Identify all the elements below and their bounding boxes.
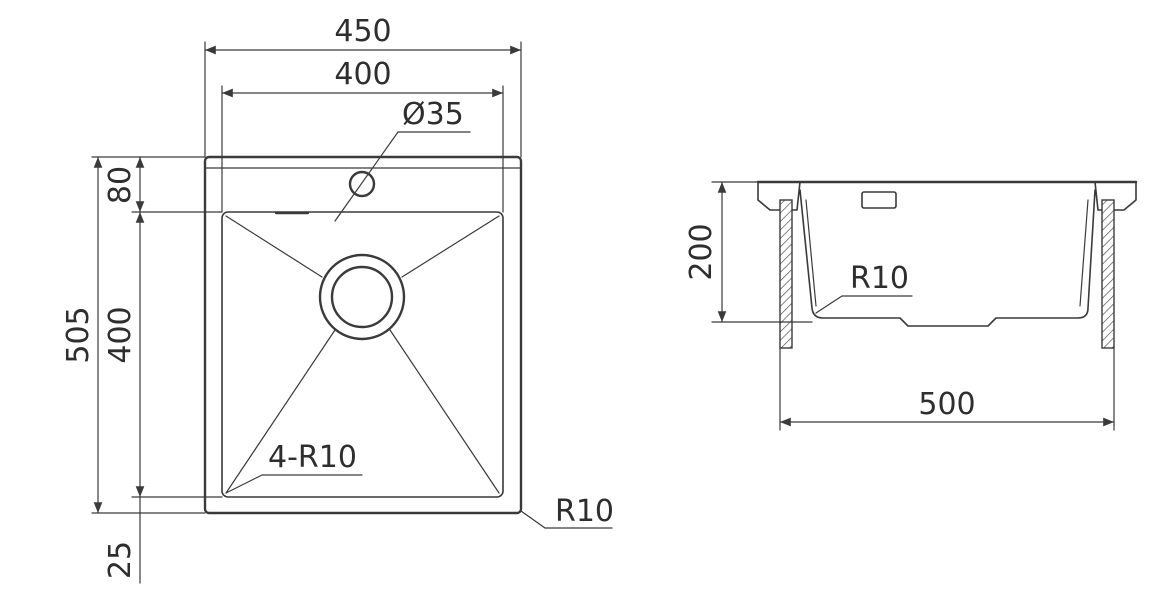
dim-label-80: 80	[103, 166, 138, 204]
dim-label-400-width: 400	[334, 57, 391, 92]
dim-label-450: 450	[334, 14, 391, 49]
drain-inner-ring	[330, 265, 394, 329]
label-inner-radius: 4-R10	[268, 440, 357, 475]
label-tap-hole: Ø35	[402, 97, 464, 132]
leader-inner-radius	[225, 474, 363, 494]
leader-tap-hole	[334, 131, 471, 222]
label-outer-radius: R10	[555, 494, 614, 529]
dim-label-25: 25	[103, 541, 138, 579]
right-mounting-bolt	[1101, 199, 1115, 349]
dim-label-500: 500	[918, 387, 975, 422]
leader-side-radius	[815, 295, 913, 314]
sink-outer-outline	[203, 155, 523, 515]
top-view: 450 400 Ø35 505 80 400 25 4-R10 R10	[61, 14, 614, 584]
dim-label-505: 505	[61, 306, 96, 363]
tap-hole	[348, 170, 376, 198]
slope-lines	[225, 215, 500, 494]
side-view: 200 R10 500	[684, 180, 1138, 431]
left-flange	[757, 181, 801, 211]
label-side-radius: R10	[850, 261, 909, 296]
left-mounting-bolt	[779, 199, 793, 349]
dim-label-400-depth: 400	[103, 306, 138, 363]
bowl-outline	[221, 211, 504, 498]
right-flange	[1094, 181, 1137, 211]
leader-outer-radius	[520, 510, 613, 529]
dim-label-200: 200	[684, 223, 719, 280]
drain-outer-ring	[318, 253, 406, 341]
bowl-profile	[799, 189, 1096, 327]
side-overflow-slot	[861, 191, 897, 209]
